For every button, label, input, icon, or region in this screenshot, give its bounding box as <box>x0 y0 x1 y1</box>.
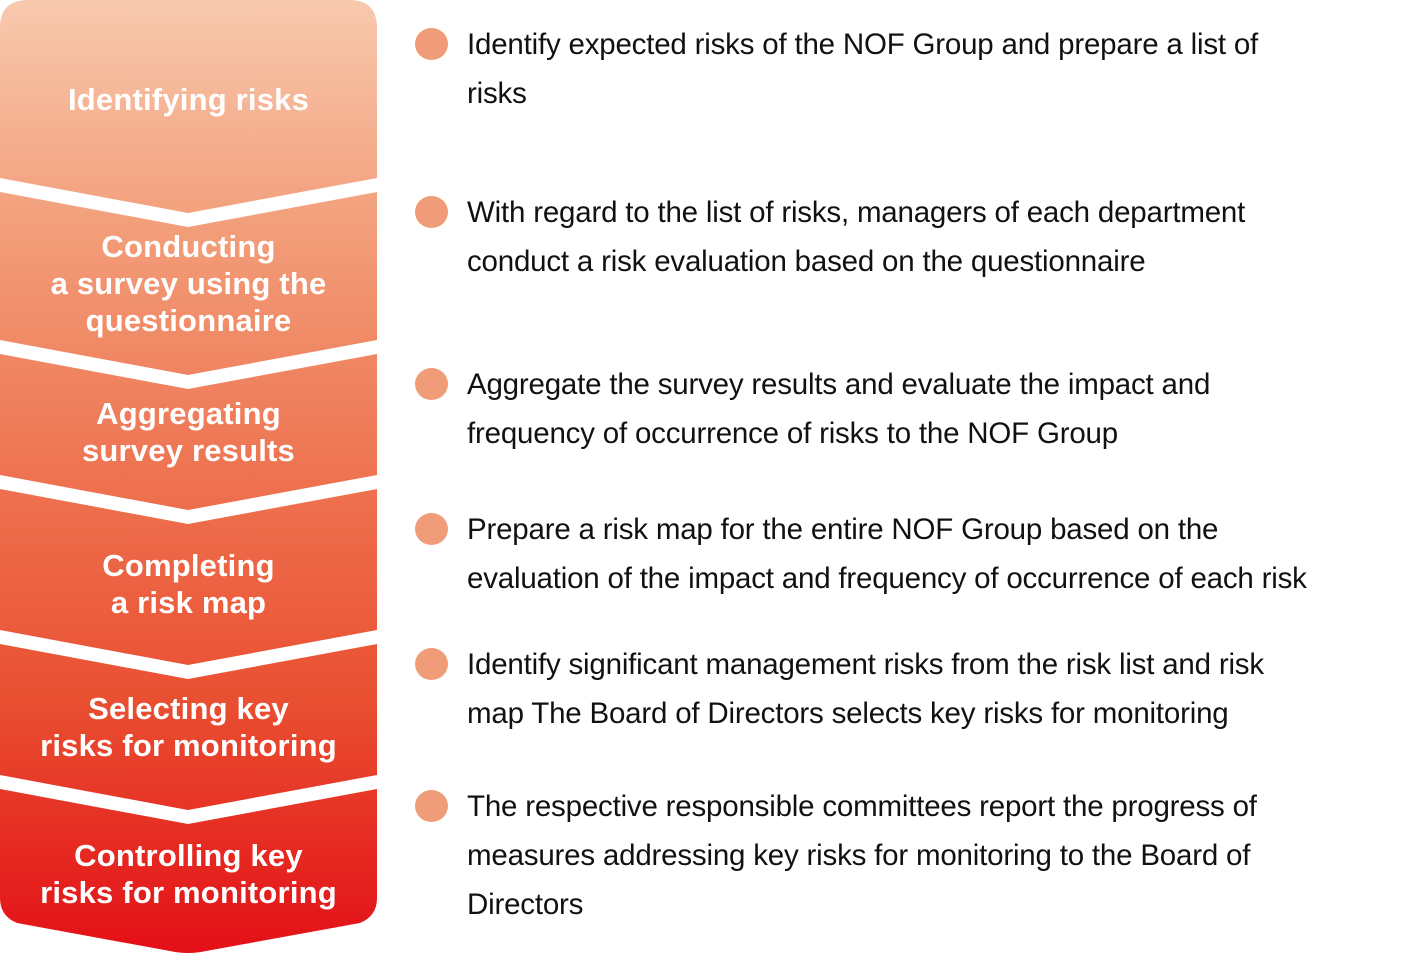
step-label-identifying-risks: Identifying risks <box>67 82 310 117</box>
step-description-row: Identify significant management risks fr… <box>415 640 1415 738</box>
chevron-segment-1 <box>0 0 377 213</box>
step-label-controlling-key-risks: Controlling key risks for monitoring <box>40 838 337 910</box>
step-description-text: Aggregate the survey results and evaluat… <box>467 368 1211 450</box>
step-description-row: Aggregate the survey results and evaluat… <box>415 360 1415 458</box>
step-description-text: Prepare a risk map for the entire NOF Gr… <box>467 513 1307 595</box>
chevron-segment-4 <box>0 489 377 665</box>
bullet-dot-icon <box>415 368 448 400</box>
step-label-completing-risk-map: Completing a risk map <box>102 548 275 620</box>
bullet-dot-icon <box>415 648 448 680</box>
bullet-dot-icon <box>415 513 448 545</box>
step-description-row: With regard to the list of risks, manage… <box>415 188 1415 286</box>
chevron-segment-6 <box>0 789 377 953</box>
step-label-conducting-survey: Conducting a survey using the questionna… <box>50 229 327 338</box>
step-label-aggregating-results: Aggregating survey results <box>81 396 296 468</box>
bullet-dot-icon <box>415 790 448 822</box>
chevron-segment-5 <box>0 644 377 810</box>
step-label-selecting-key-risks: Selecting key risks for monitoring <box>40 691 337 763</box>
step-description-text: With regard to the list of risks, manage… <box>467 196 1246 278</box>
step-description-text: Identify significant management risks fr… <box>467 648 1264 730</box>
step-description-row: Prepare a risk map for the entire NOF Gr… <box>415 505 1415 603</box>
step-description-text: Identify expected risks of the NOF Group… <box>467 28 1259 110</box>
chevron-flow-graphic <box>0 0 377 953</box>
bullet-dot-icon <box>415 28 448 60</box>
step-description-text: The respective responsible committees re… <box>467 790 1257 921</box>
chevron-segment-3 <box>0 354 377 510</box>
chevron-segment-2 <box>0 192 377 375</box>
step-description-row: Identify expected risks of the NOF Group… <box>415 20 1415 118</box>
bullet-dot-icon <box>415 196 448 228</box>
step-description-row: The respective responsible committees re… <box>415 782 1415 929</box>
